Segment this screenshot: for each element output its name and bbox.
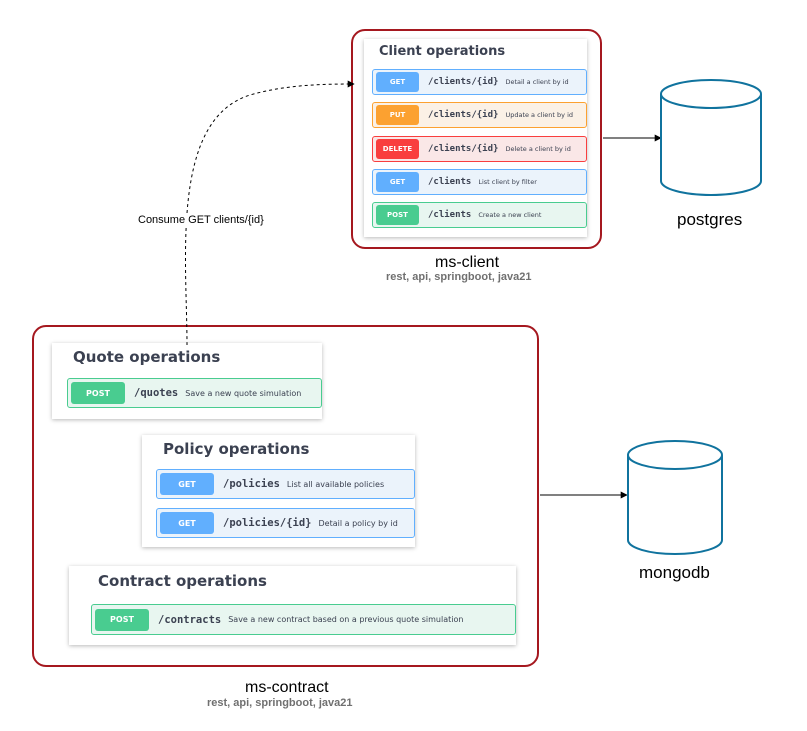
ms-client-tags: rest, api, springboot, java21: [386, 271, 532, 283]
endpoint-path: /policies: [223, 478, 280, 490]
endpoint-description: Create a new client: [478, 211, 542, 219]
operation-list-clients[interactable]: GET /clients List client by filter: [372, 169, 587, 195]
operation-put-client-by-id[interactable]: PUT /clients/{id} Update a client by id: [372, 102, 587, 128]
endpoint-path: /clients/{id}: [428, 110, 499, 120]
endpoint-path: /clients/{id}: [428, 144, 499, 154]
client-operations-panel: Client operations GET /clients/{id} Deta…: [364, 39, 587, 237]
mongodb-database-icon: [627, 440, 723, 555]
operation-get-policy-by-id[interactable]: GET /policies/{id} Detail a policy by id: [156, 508, 415, 538]
endpoint-description: Save a new quote simulation: [185, 388, 302, 398]
ms-contract-label: ms-contract: [245, 679, 329, 696]
method-badge: POST: [71, 382, 125, 404]
method-badge: GET: [376, 72, 419, 92]
method-badge: GET: [160, 512, 214, 534]
endpoint-description: Save a new contract based on a previous …: [228, 615, 464, 624]
ms-contract-tags: rest, api, springboot, java21: [207, 697, 353, 709]
policy-operations-title: Policy operations: [163, 440, 310, 458]
consume-dependency-arrow: [185, 80, 355, 346]
endpoint-path: /clients: [428, 177, 472, 187]
postgres-label: postgres: [677, 210, 743, 229]
contract-operations-title: Contract operations: [98, 572, 267, 590]
endpoint-path: /policies/{id}: [223, 517, 312, 529]
consume-edge-label: Consume GET clients/{id}: [138, 214, 264, 226]
endpoint-path: /quotes: [134, 387, 179, 399]
endpoint-path: /contracts: [158, 613, 222, 626]
endpoint-description: Detail a policy by id: [318, 518, 398, 528]
method-badge: POST: [376, 205, 419, 225]
operation-save-contract[interactable]: POST /contracts Save a new contract base…: [91, 604, 516, 635]
endpoint-path: /clients/{id}: [428, 77, 499, 87]
endpoint-path: /clients: [428, 210, 472, 220]
endpoint-description: List client by filter: [478, 178, 537, 186]
mongodb-label: mongodb: [639, 563, 710, 582]
endpoint-description: Update a client by id: [505, 111, 573, 119]
method-badge: PUT: [376, 105, 419, 125]
method-badge: GET: [376, 172, 419, 192]
operation-get-client-by-id[interactable]: GET /clients/{id} Detail a client by id: [372, 69, 587, 95]
ms-client-label: ms-client: [435, 254, 500, 271]
postgres-database-icon: [660, 79, 762, 196]
policy-operations-panel: Policy operations GET /policies List all…: [142, 435, 415, 547]
endpoint-description: List all available policies: [286, 479, 385, 489]
method-badge: GET: [160, 473, 214, 495]
client-operations-title: Client operations: [379, 44, 506, 59]
operation-save-quote[interactable]: POST /quotes Save a new quote simulation: [67, 378, 322, 408]
method-badge: POST: [95, 608, 149, 631]
method-badge: DELETE: [376, 139, 419, 159]
operation-create-client[interactable]: POST /clients Create a new client: [372, 202, 587, 228]
endpoint-description: Detail a client by id: [505, 78, 569, 86]
operation-list-policies[interactable]: GET /policies List all available policie…: [156, 469, 415, 499]
contract-operations-panel: Contract operations POST /contracts Save…: [69, 566, 516, 645]
quote-operations-title: Quote operations: [73, 348, 221, 366]
operation-delete-client-by-id[interactable]: DELETE /clients/{id} Delete a client by …: [372, 136, 587, 162]
quote-operations-panel: Quote operations POST /quotes Save a new…: [52, 343, 322, 419]
endpoint-description: Delete a client by id: [505, 145, 571, 153]
